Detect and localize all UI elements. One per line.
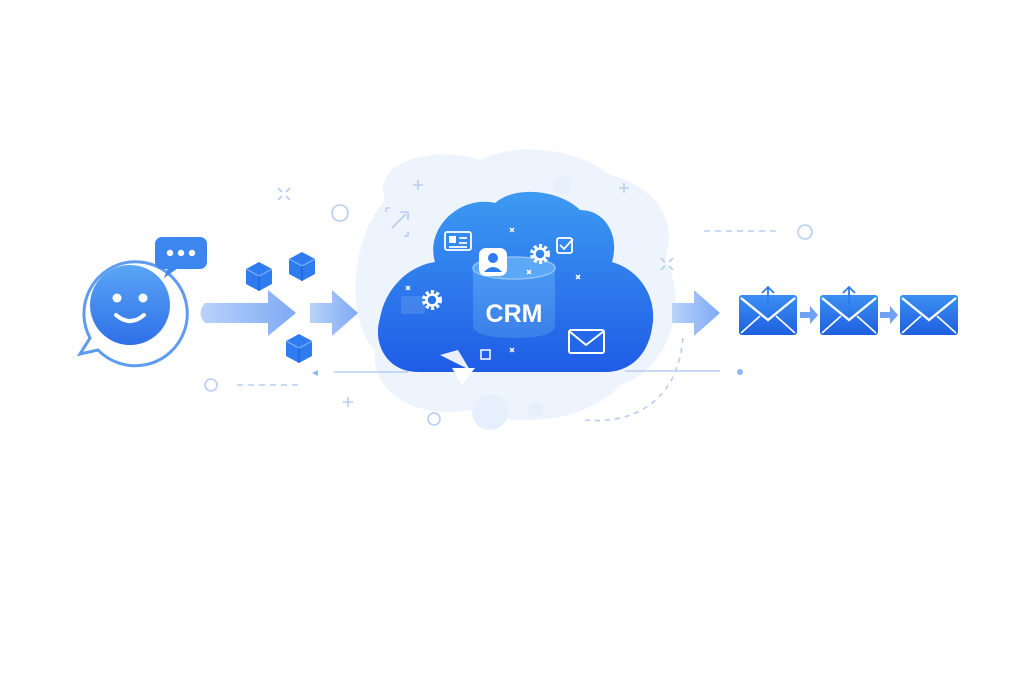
deco-arrowhead bbox=[312, 370, 318, 376]
arrow-right-icon bbox=[200, 290, 296, 336]
gear-icon bbox=[530, 244, 550, 264]
cube-icon bbox=[288, 252, 316, 281]
chat-bubble-icon bbox=[155, 237, 207, 278]
arrow-right-icon bbox=[672, 290, 720, 336]
customer-chat-group bbox=[76, 237, 207, 368]
envelope-upload-icon bbox=[820, 285, 878, 335]
arrow-right-icon bbox=[310, 290, 358, 336]
deco-circle bbox=[204, 378, 218, 392]
arrow-right-icon bbox=[880, 306, 898, 324]
id-card-icon bbox=[444, 231, 472, 251]
ghost-card bbox=[401, 296, 425, 314]
envelope-icon bbox=[568, 329, 605, 354]
sparkles bbox=[405, 227, 581, 360]
gear-icon bbox=[422, 290, 442, 310]
deco-dot bbox=[737, 369, 743, 375]
cube-icon bbox=[285, 334, 313, 363]
deco-circle bbox=[427, 412, 441, 426]
deco-circle bbox=[331, 204, 349, 222]
crm-label: CRM bbox=[486, 300, 543, 328]
user-icon bbox=[479, 248, 507, 276]
decorations bbox=[204, 180, 813, 426]
deco-circle bbox=[797, 224, 813, 240]
envelope-upload-icon bbox=[739, 285, 797, 335]
smiley-face-icon bbox=[90, 265, 170, 345]
cube-icon bbox=[245, 262, 273, 291]
envelope-icon bbox=[900, 295, 958, 335]
arrow-right-icon bbox=[800, 306, 818, 324]
checkbox-icon bbox=[556, 237, 574, 254]
